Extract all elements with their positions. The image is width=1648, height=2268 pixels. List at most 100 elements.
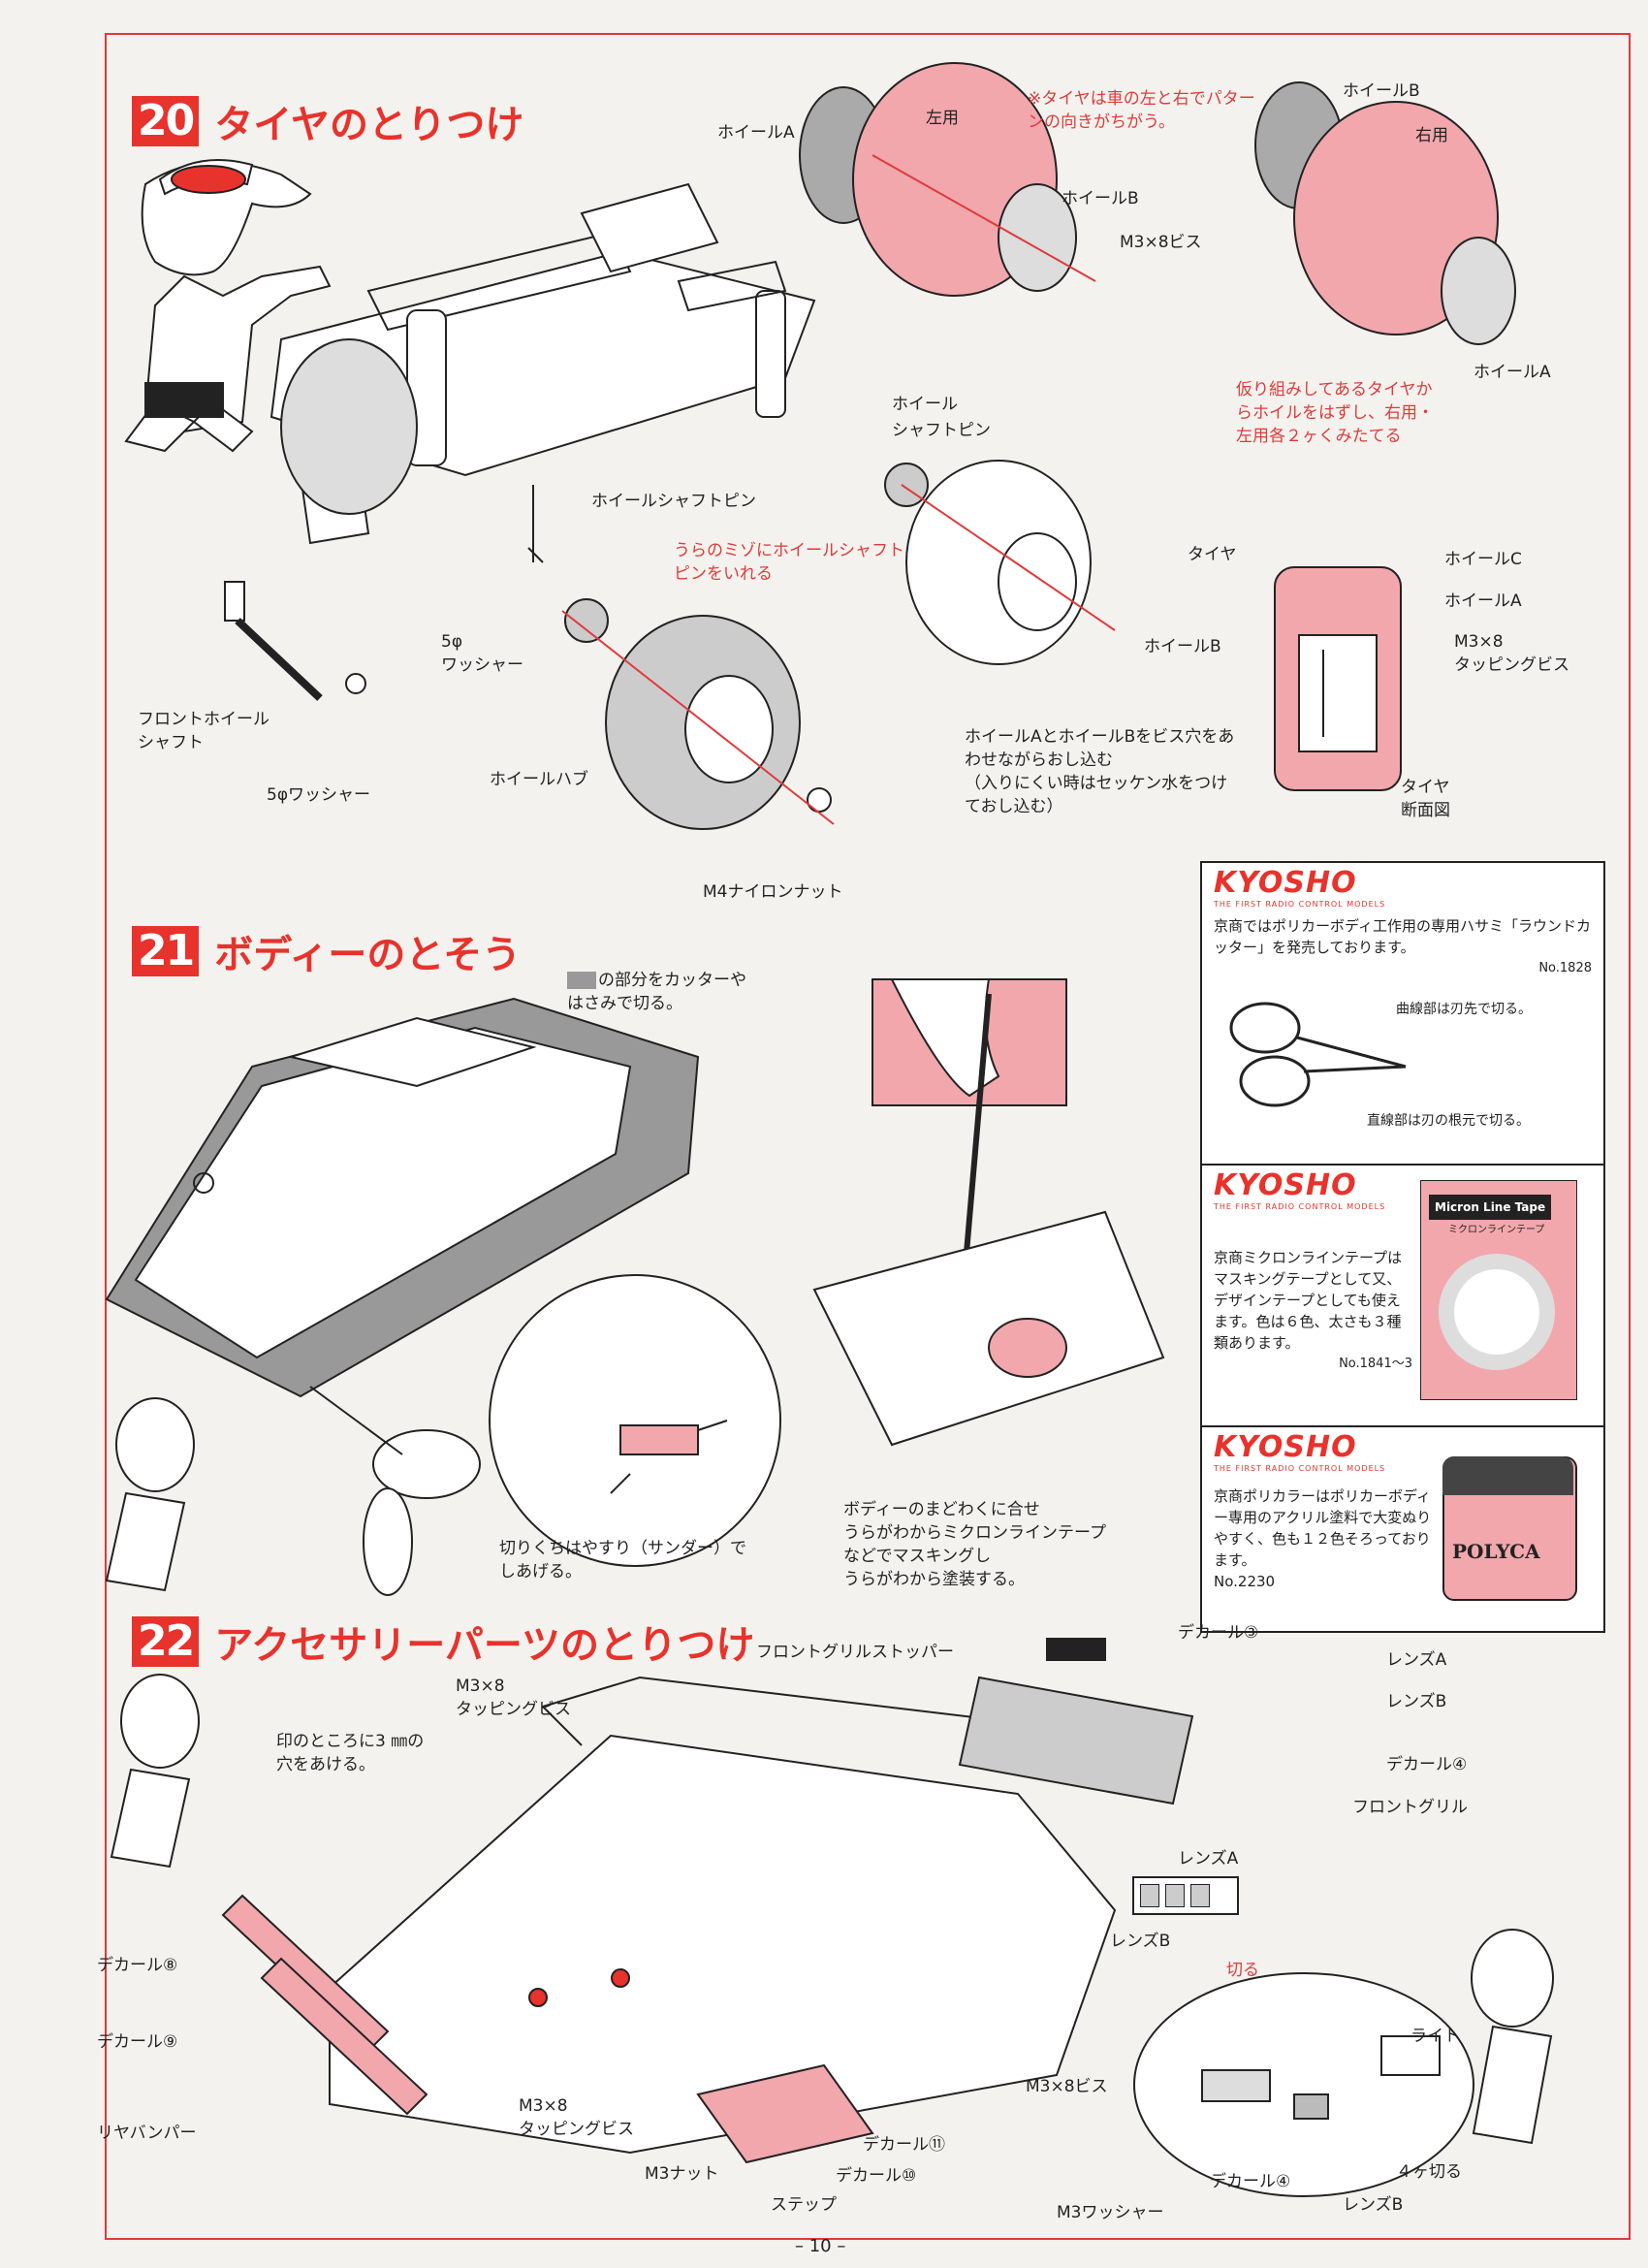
product-code: No.1828 <box>1538 961 1592 975</box>
label-lens-a-2: レンズA <box>1178 1849 1239 1869</box>
label-shaft-pin-2: シャフトピン <box>892 421 991 440</box>
cut-note-text: の部分をカッターや はさみで切る。 <box>567 971 746 1013</box>
step-drawing <box>696 2063 874 2164</box>
label-m3x8-tapping: M3×8 タッピングビス <box>456 1677 571 1719</box>
section-21-header: 21 ボディーのとそう <box>132 923 521 979</box>
label-m4-nut: M4ナイロンナット <box>703 882 843 902</box>
tyres-top <box>799 62 1516 345</box>
front-grill-parts <box>958 1638 1194 1805</box>
product-code: No.2230 <box>1214 1573 1276 1590</box>
kyosho-tagline: THE FIRST RADIO CONTROL MODELS <box>1214 1464 1386 1473</box>
section-title: ボディーのとそう <box>214 933 522 977</box>
mascot-boy-20 <box>124 159 332 453</box>
ad-round-cutter: KYOSHO THE FIRST RADIO CONTROL MODELS 京商… <box>1200 861 1605 1166</box>
ad-text: 京商ミクロンラインテープはマスキングテープとして又、デザインテープとしても使えま… <box>1214 1249 1403 1352</box>
label-front-wheel-shaft: フロントホイール シャフト <box>138 710 269 752</box>
label-tire: タイヤ <box>1188 545 1237 564</box>
paint-jar: POLYCA <box>1442 1456 1577 1601</box>
label-m3x8-tapping-b: M3×8 タッピングビス <box>519 2096 634 2139</box>
mask-note: ボディーのまどわくに合せ うらがわからミクロンラインテープ などでマスキングし … <box>843 1500 1106 1589</box>
lens-cell <box>1140 1884 1159 1907</box>
page-number: – 10 – <box>795 2236 846 2256</box>
label-front-grill-stopper: フロントグリルストッパー <box>756 1643 954 1662</box>
label-wheel-hub: ホイールハブ <box>490 770 588 789</box>
front-wheel-shaft <box>224 581 366 701</box>
hole-note: 印のところに3 ㎜の 穴をあける。 <box>276 1732 425 1774</box>
ad-micron-tape: KYOSHO THE FIRST RADIO CONTROL MODELS 京商… <box>1200 1164 1605 1429</box>
tape-product-name: Micron Line Tape <box>1429 1195 1552 1220</box>
mascot-boy-22b <box>1471 1929 1554 2145</box>
kyosho-logo: KYOSHO <box>1214 1430 1357 1464</box>
detail-circle <box>489 1274 781 1567</box>
label-shaft-pin-1: ホイール <box>892 395 958 414</box>
note-pattern: ※タイヤは車の左と右でパターンの向きがちがう。 <box>1028 89 1255 132</box>
painting-hand <box>812 978 1165 1447</box>
kyosho-tagline: THE FIRST RADIO CONTROL MODELS <box>1214 1202 1386 1211</box>
truck-body-22 <box>329 1676 1117 2155</box>
tire-section-diagram <box>1274 566 1402 791</box>
label-decal-11: デカール⑪ <box>863 2135 945 2155</box>
kyosho-tagline: THE FIRST RADIO CONTROL MODELS <box>1214 900 1386 909</box>
product-code: No.1841～3 <box>1339 1357 1412 1371</box>
note-insert: ホイールAとホイールBをビス穴をあわせながらおし込む （入りにくい時はセッケン水… <box>965 727 1235 816</box>
label-lens-b: レンズB <box>1386 1692 1447 1711</box>
jar-label: POLYCA <box>1452 1540 1540 1563</box>
label-wheel-b-top: ホイールB <box>1343 81 1420 101</box>
label-wheel-shaft-pin: ホイールシャフトピン <box>591 492 756 511</box>
section-number: 20 <box>132 96 200 146</box>
label-lens-b-2: レンズB <box>1110 1932 1171 1951</box>
lens-cell <box>1165 1884 1185 1907</box>
label-lens-b-3: レンズB <box>1343 2195 1404 2215</box>
tape-product-sub: ミクロンラインテープ <box>1448 1225 1545 1235</box>
lens-strip <box>1132 1876 1239 1915</box>
lens-cell <box>1190 1884 1210 1907</box>
label-m3-washer: M3ワッシャー <box>1057 2203 1164 2222</box>
section-title: タイヤのとりつけ <box>214 103 524 147</box>
ad-polyca-color: KYOSHO THE FIRST RADIO CONTROL MODELS 京商… <box>1200 1425 1605 1633</box>
label-step: ステップ <box>771 2195 837 2215</box>
section-22-header: 22 アクセサリーパーツのとりつけ <box>132 1613 754 1670</box>
section-20-header: 20 タイヤのとりつけ <box>132 93 523 149</box>
note-assemble: 仮り組みしてあるタイヤからホイルをはずし、右用・左用各２ヶくみたてる <box>1236 380 1434 446</box>
label-decal-9: デカール⑨ <box>97 2032 178 2052</box>
label-decal-3: デカール③ <box>1178 1623 1259 1643</box>
scissors-drawing <box>309 1386 481 1596</box>
label-tapping-screw: M3×8 タッピングビス <box>1454 632 1569 675</box>
page-border <box>105 33 1631 2240</box>
section-number: 21 <box>132 926 200 976</box>
light-detail-circle <box>1133 1972 1474 2197</box>
ad-text: 京商ではポリカーボディ工作用の専用ハサミ「ラウンドカッター」を発売しております。 <box>1214 917 1591 956</box>
section-number: 22 <box>132 1616 200 1667</box>
wheel-hub-and-tire <box>561 460 1116 830</box>
label-decal-4b: デカール④ <box>1210 2172 1291 2191</box>
kyosho-logo: KYOSHO <box>1214 1168 1357 1202</box>
body-drawing <box>105 997 700 1398</box>
file-note: 切りくちはやすり（サンダー）で しあげる。 <box>499 1539 746 1581</box>
chassis-drawing <box>269 182 816 563</box>
label-wheel-b-section: ホイールB <box>1144 637 1221 656</box>
label-cut: 切る <box>1226 1961 1259 1980</box>
cut-area-swatch <box>567 972 596 989</box>
label-decal-10: デカール⑩ <box>836 2166 917 2186</box>
label-decal-8: デカール⑧ <box>97 1956 178 1975</box>
label-tire-section: タイヤ 断面図 <box>1401 778 1450 820</box>
label-m3x8-screw-22: M3×8ビス <box>1026 2077 1108 2096</box>
scissors-icon <box>1229 1002 1407 1107</box>
section-title: アクセサリーパーツのとりつけ <box>214 1623 755 1668</box>
label-decal-4: デカール④ <box>1386 1755 1468 1774</box>
label-washer-5b: 5φワッシャー <box>267 785 371 805</box>
note-groove: うらのミゾにホイールシャフトピンをいれる <box>674 541 904 584</box>
label-rear-bumper: リヤバンパー <box>97 2124 197 2143</box>
ad-text: 京商ポリカラーはポリカーボディー専用のアクリル塗料で大変ぬりやすく、色も１２色そ… <box>1214 1487 1432 1569</box>
mascot-boy-21 <box>105 1397 195 1592</box>
mascot-boy-22 <box>110 1674 200 1869</box>
straight-note: 直線部は刃の根元で切る。 <box>1367 1113 1530 1129</box>
label-wheel-a: ホイールA <box>717 123 795 143</box>
rear-bumper-drawing <box>221 1894 428 2116</box>
label-m3-nut: M3ナット <box>645 2164 719 2184</box>
label-wheel-b-mid: ホイールB <box>1062 189 1139 208</box>
label-m3x8-screw: M3×8ビス <box>1120 233 1202 252</box>
label-wheel-a-right: ホイールA <box>1474 363 1551 382</box>
label-light: ライト <box>1410 2027 1460 2046</box>
